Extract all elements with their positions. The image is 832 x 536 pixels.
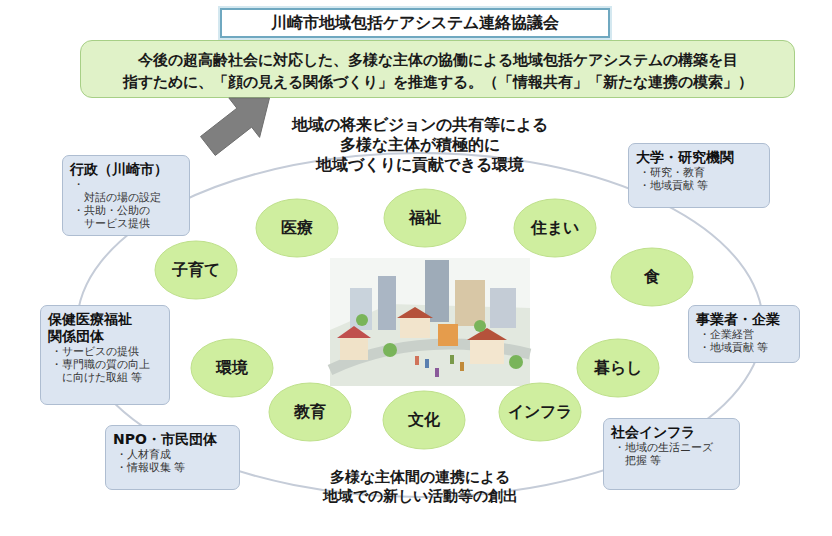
tree [356,314,368,326]
theme-label: 文化 [382,390,466,450]
council-body: 今後の超高齢社会に対応した、多様な主体の協働による地域包括ケアシステムの構築を目… [80,40,795,98]
theme-ellipse [611,248,693,306]
person [425,359,429,368]
actor-heading: 行政（川崎市） [70,161,182,178]
theme-ellipse [499,383,581,441]
theme-label: 住まい [513,198,597,258]
theme-ellipse [155,241,237,299]
theme-circle: 文化 [382,390,466,450]
theme-circle: 教育 [268,382,352,442]
town-illustration [330,258,530,386]
building [490,288,516,328]
actor-item: ・対話の場の設定 [73,178,157,204]
actor-heading: 保健医療福祉 関係団体 [48,311,146,345]
actor-item: ・サービスの提供 [51,345,156,358]
ring-footer: 多様な主体間の連携による 地域での新しい活動等の創出 [315,468,525,506]
theme-circle: 福祉 [383,188,467,248]
theme-ellipse [384,189,466,247]
person [460,362,464,371]
theme-label: 教育 [268,382,352,442]
roof [397,307,433,318]
theme-ellipse [383,391,465,449]
actor-box: 事業者・企業・企業経営・地域貢献 等 [688,305,800,363]
ring-heading: 地域の将来ビジョンの共有等による 多様な主体が積極的に 地域づくりに貢献できる環… [280,115,560,175]
tower [425,260,449,322]
theme-ellipse [514,199,596,257]
house [470,340,504,364]
house [400,318,430,338]
actor-box: NPO・市民団体・人材育成・情報収集 等 [105,425,240,490]
actor-item: ・地域の生活ニーズ 把握 等 [614,441,719,467]
theme-circle: 住まい [513,198,597,258]
council-box: 川崎市地域包括ケアシステム連絡協議会今後の超高齢社会に対応した、多様な主体の協働… [80,8,795,98]
building [350,288,372,330]
theme-circle: 食 [610,247,694,307]
actor-item: ・地域貢献 等 [699,341,783,354]
person [450,355,454,364]
council-title: 川崎市地域包括ケアシステム連絡協議会 [220,8,610,38]
building [438,324,458,346]
theme-ellipse [256,199,338,257]
actor-item: ・企業経営 [699,328,783,341]
theme-ellipse [577,339,659,397]
building [378,276,396,330]
theme-circle: 医療 [255,198,339,258]
theme-ellipse [269,383,351,441]
actor-heading: 事業者・企業 [696,311,792,328]
roof [337,326,371,338]
theme-label: 食 [610,247,694,307]
actor-box: 保健医療福祉 関係団体・サービスの提供・専門職の質の向上 に向けた取組 等 [40,305,170,405]
actor-item: ・人材育成 [116,448,211,461]
actor-item: ・研究・教育 [639,166,744,179]
theme-circle: 環境 [190,338,274,398]
theme-circle: インフラ [498,382,582,442]
actor-item: ・共助・公助の サービス提供 [73,204,157,230]
tree [509,355,523,369]
theme-ellipse [191,339,273,397]
tree [383,343,397,357]
block-arrow [201,98,270,156]
actor-box: 大学・研究機関・研究・教育・地域貢献 等 [628,143,770,208]
actor-item: ・専門職の質の向上 に向けた取組 等 [51,358,156,384]
tree [474,320,486,332]
actor-box: 社会インフラ・地域の生活ニーズ 把握 等 [603,418,740,490]
actor-box: 行政（川崎市）・対話の場の設定・共助・公助の サービス提供 [62,155,190,236]
theme-label: 医療 [255,198,339,258]
theme-label: 子育て [154,240,238,300]
theme-circle: 暮らし [576,338,660,398]
person [435,368,439,377]
actor-heading: NPO・市民団体 [113,431,232,448]
person [415,356,419,365]
house [340,338,368,360]
building [455,280,485,326]
theme-label: 暮らし [576,338,660,398]
actor-item: ・地域貢献 等 [639,179,744,192]
actor-heading: 社会インフラ [611,424,732,441]
actor-heading: 大学・研究機関 [636,149,762,166]
theme-label: 福祉 [383,188,467,248]
actor-item: ・情報収集 等 [116,461,211,474]
theme-label: 環境 [190,338,274,398]
sky [330,258,530,386]
theme-label: インフラ [498,382,582,442]
roof [467,328,507,340]
theme-circle: 子育て [154,240,238,300]
